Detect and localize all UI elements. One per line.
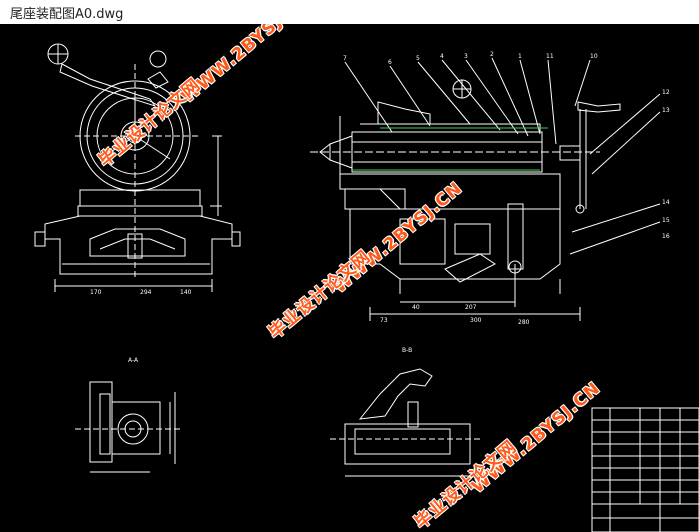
end-view — [34, 43, 241, 292]
dim-right-3: 40 — [412, 304, 420, 311]
window-title: 尾座装配图A0.dwg — [10, 7, 124, 22]
dim-right-2: 300 — [470, 317, 482, 324]
title-block — [591, 407, 699, 532]
assembly-drawing: A-A B-B 170 294 140 73 300 40 207 280 7 … — [34, 43, 699, 532]
balloon-8: 11 — [546, 53, 554, 60]
dim-right-5: 280 — [518, 319, 530, 326]
dim-left-3: 140 — [180, 289, 192, 296]
section-b-b — [330, 368, 480, 477]
section-label-a: A-A — [128, 357, 139, 364]
balloon-5: 3 — [464, 53, 468, 60]
balloon-2: 6 — [388, 59, 392, 66]
dim-right-1: 73 — [380, 317, 388, 324]
balloon-9: 10 — [590, 53, 598, 60]
cad-drawing-canvas[interactable]: A-A B-B 170 294 140 73 300 40 207 280 7 … — [0, 24, 699, 532]
balloon-13: 15 — [662, 217, 670, 224]
balloon-12: 14 — [662, 199, 670, 206]
section-a-a — [75, 381, 180, 473]
balloon-6: 2 — [490, 51, 494, 58]
main-section-view — [310, 57, 661, 321]
balloon-14: 16 — [662, 233, 670, 240]
balloon-10: 12 — [662, 89, 670, 96]
balloon-1: 7 — [343, 55, 347, 62]
dim-left-1: 170 — [90, 289, 102, 296]
balloon-4: 4 — [440, 53, 444, 60]
dim-right-4: 207 — [465, 304, 477, 311]
quill-highlight — [352, 127, 548, 171]
dim-left-2: 294 — [140, 289, 152, 296]
balloon-11: 13 — [662, 107, 670, 114]
balloon-3: 5 — [416, 55, 420, 62]
section-label-b: B-B — [402, 347, 412, 354]
balloon-7: 1 — [518, 53, 522, 60]
title-bar: 尾座装配图A0.dwg — [0, 0, 699, 24]
